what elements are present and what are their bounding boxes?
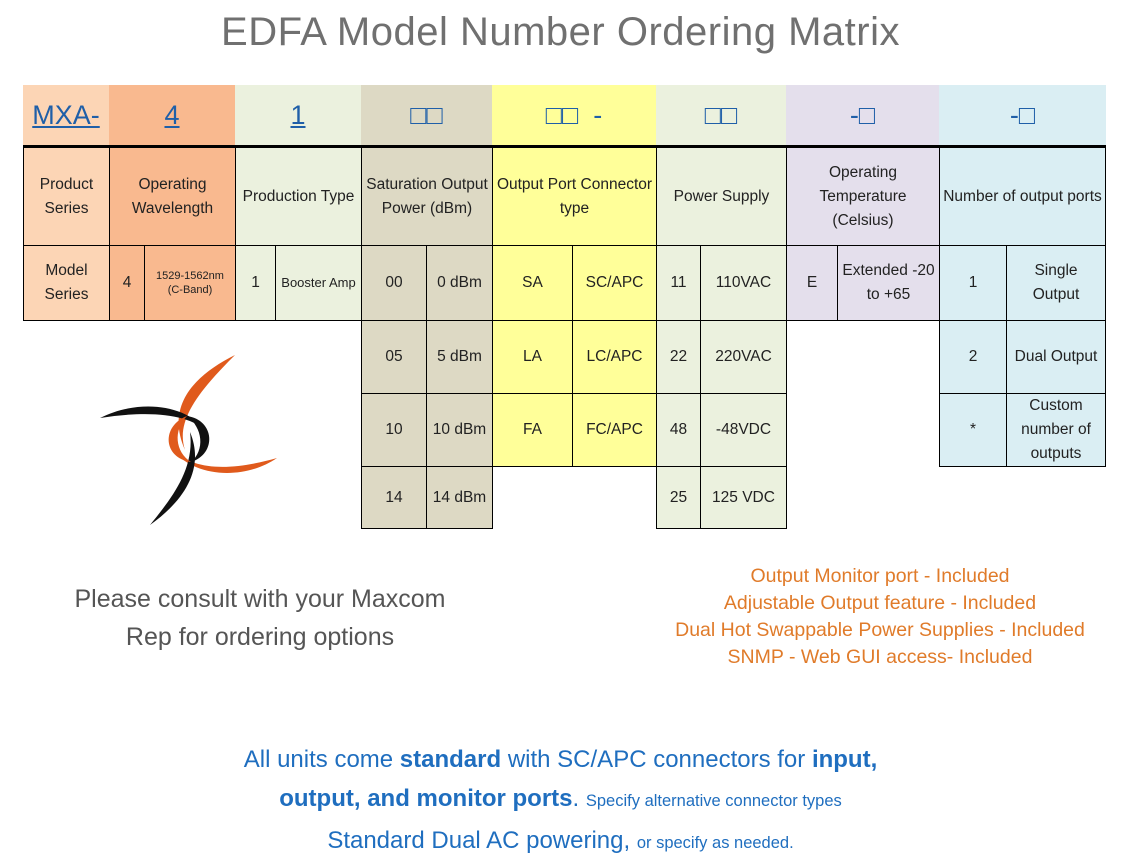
saturation-value: 5 dBm: [426, 320, 493, 394]
saturation-value: 10 dBm: [426, 393, 493, 467]
temperature-code: E: [786, 245, 838, 321]
connector-code: LA: [492, 320, 573, 394]
ports-value: Custom number of outputs: [1006, 393, 1106, 467]
power-code: 22: [656, 320, 701, 394]
consult-note: Please consult with your Maxcom Rep for …: [74, 585, 446, 651]
code-wavelength-link[interactable]: 4: [109, 85, 235, 145]
wavelength-value: 1529-1562nm (C-Band): [144, 245, 236, 321]
header-divider: [23, 145, 1106, 148]
power-value: 220VAC: [700, 320, 787, 394]
ports-value: Single Output: [1006, 245, 1106, 321]
ports-code: 2: [939, 320, 1007, 394]
code-ports: -□: [939, 85, 1106, 145]
saturation-value: 0 dBm: [426, 245, 493, 321]
code-connector: □□ -: [492, 85, 656, 145]
header-power-supply: Power Supply: [656, 147, 787, 246]
footer-note: All units come standard with SC/APC conn…: [243, 746, 878, 854]
power-code: 11: [656, 245, 701, 321]
temperature-value: Extended -20 to +65: [837, 245, 940, 321]
company-logo-icon: [100, 355, 277, 525]
header-operating-wavelength: Operating Wavelength: [109, 147, 236, 246]
power-value: -48VDC: [700, 393, 787, 467]
features-list: Output Monitor port - Included Adjustabl…: [650, 563, 1110, 671]
header-product-series: Product Series: [23, 147, 110, 246]
saturation-value: 14 dBm: [426, 466, 493, 529]
connector-value: SC/APC: [572, 245, 657, 321]
code-temperature: -□: [786, 85, 939, 145]
production-value: Booster Amp: [275, 245, 362, 321]
header-output-ports: Number of output ports: [939, 147, 1106, 246]
connector-code: SA: [492, 245, 573, 321]
ports-code: *: [939, 393, 1007, 467]
feature-item: Output Monitor port - Included: [750, 565, 1010, 587]
ports-code: 1: [939, 245, 1007, 321]
header-saturation-power: Saturation Output Power (dBm): [361, 147, 493, 246]
header-production-type: Production Type: [235, 147, 362, 246]
code-power: □□: [656, 85, 786, 145]
wavelength-code: 4: [109, 245, 145, 321]
connector-value: LC/APC: [572, 320, 657, 394]
code-production-link[interactable]: 1: [235, 85, 361, 145]
saturation-code: 00: [361, 245, 427, 321]
ports-value: Dual Output: [1006, 320, 1106, 394]
feature-item: SNMP - Web GUI access- Included: [727, 646, 1033, 668]
page-title: EDFA Model Number Ordering Matrix: [221, 10, 900, 54]
power-value: 125 VDC: [700, 466, 787, 529]
code-prefix-link[interactable]: MXA-: [23, 85, 109, 145]
header-operating-temperature: Operating Temperature (Celsius): [786, 147, 940, 246]
production-code: 1: [235, 245, 276, 321]
feature-item: Dual Hot Swappable Power Supplies - Incl…: [675, 619, 1085, 641]
power-value: 110VAC: [700, 245, 787, 321]
saturation-code: 10: [361, 393, 427, 467]
connector-code: FA: [492, 393, 573, 467]
code-saturation: □□: [361, 85, 492, 145]
power-code: 25: [656, 466, 701, 529]
power-code: 48: [656, 393, 701, 467]
connector-value: FC/APC: [572, 393, 657, 467]
feature-item: Adjustable Output feature - Included: [723, 592, 1037, 614]
saturation-code: 14: [361, 466, 427, 529]
saturation-code: 05: [361, 320, 427, 394]
header-connector-type: Output Port Connector type: [492, 147, 657, 246]
model-series-cell: Model Series: [23, 245, 110, 321]
